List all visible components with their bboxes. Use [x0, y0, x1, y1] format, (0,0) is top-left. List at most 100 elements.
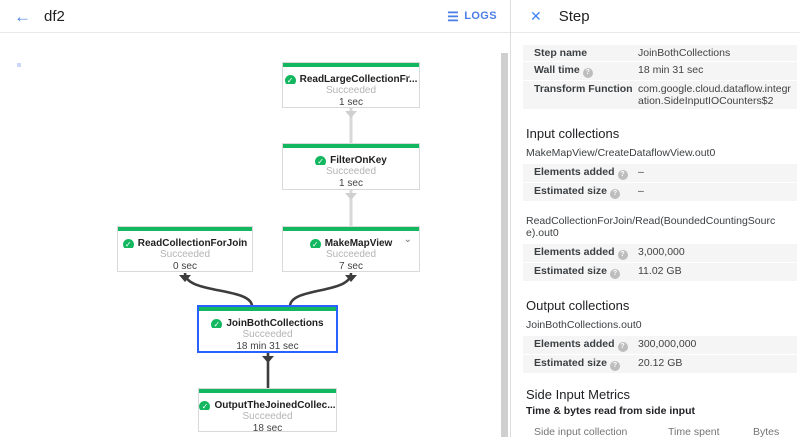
graph-node-filteronkey[interactable]: ✓FilterOnKey Succeeded 1 sec [282, 143, 420, 190]
step-panel-title: Step [558, 7, 590, 25]
row-value: 3,000,000 [638, 246, 685, 258]
logs-button[interactable]: ☰ LOGS [447, 10, 497, 23]
node-status-bar [283, 227, 419, 231]
wall-time-row: Wall time? 18 min 31 sec [523, 62, 797, 80]
column-header: Bytes read [753, 426, 780, 437]
node-status: Succeeded [325, 249, 377, 260]
node-status: Succeeded [159, 249, 211, 260]
collection-name: MakeMapView/CreateDataflowView.out0 [526, 147, 716, 159]
elements-added-row: Elements added? 3,000,000 [523, 244, 797, 262]
node-title: MakeMapView [324, 238, 393, 248]
node-time: 18 min 31 sec [236, 341, 299, 352]
node-title: OutputTheJoinedCollec... [214, 400, 336, 410]
node-time: 7 sec [339, 261, 363, 272]
row-label: Estimated size [534, 185, 607, 197]
row-label: Elements added [534, 166, 615, 178]
collection-name: JoinBothCollections.out0 [526, 319, 642, 331]
row-value: 300,000,000 [638, 338, 697, 350]
chevron-down-icon[interactable]: ⌄ [403, 235, 412, 245]
row-value: JoinBothCollections [638, 47, 731, 59]
estimated-size-row: Estimated size? 20.12 GB [523, 355, 797, 373]
graph-node-joinbothcollections[interactable]: ✓JoinBothCollections Succeeded 18 min 31… [197, 305, 338, 353]
row-label: Wall time [534, 64, 580, 76]
top-header: ← df2 ☰ LOGS ✕ Step [0, 0, 800, 33]
row-value: – [638, 185, 644, 197]
success-check-icon: ✓ [315, 156, 327, 165]
close-icon[interactable]: ✕ [530, 7, 542, 24]
output-collections-heading: Output collections [526, 298, 630, 313]
node-time: 1 sec [339, 178, 363, 189]
row-label: Estimated size [534, 265, 607, 277]
help-icon[interactable]: ? [582, 68, 593, 78]
step-summary-table: Step name JoinBothCollections Wall time?… [511, 45, 800, 109]
node-status-bar [199, 389, 336, 393]
logs-label: LOGS [464, 10, 497, 22]
logs-list-icon: ☰ [447, 8, 460, 24]
row-label: Elements added [534, 338, 615, 350]
panel-divider [510, 0, 511, 437]
estimated-size-row: Estimated size? 11.02 GB [523, 263, 797, 281]
success-check-icon: ✓ [199, 401, 211, 410]
help-icon[interactable]: ? [617, 170, 628, 180]
node-status-bar [199, 307, 336, 311]
step-panel-header: ✕ Step [511, 0, 800, 32]
side-input-table: Side input collection Time spent reading… [523, 422, 797, 437]
chevron-down-icon[interactable]: ⌄ [236, 235, 245, 245]
success-check-icon: ✓ [309, 239, 321, 248]
help-icon[interactable]: ? [617, 250, 628, 260]
row-label: Estimated size [534, 357, 607, 369]
node-status-bar [283, 63, 419, 67]
graph-node-outputthejoinedcollection[interactable]: ✓OutputTheJoinedCollec... Succeeded 18 s… [198, 388, 337, 434]
elements-added-row: Elements added? 300,000,000 [523, 336, 797, 354]
success-check-icon: ✓ [122, 239, 134, 248]
row-label: Step name [534, 47, 588, 59]
transform-function-row: Transform Function com.google.cloud.data… [523, 81, 797, 109]
column-header: Time spent reading [668, 426, 720, 437]
success-check-icon: ✓ [284, 75, 296, 84]
node-status-bar [118, 227, 252, 231]
node-status: Succeeded [242, 329, 293, 340]
row-label: Elements added [534, 246, 615, 258]
side-input-table-header: Side input collection Time spent reading… [523, 422, 797, 437]
graph-node-makemapview[interactable]: ✓MakeMapView ⌄ Succeeded 7 sec [282, 226, 420, 272]
job-title: df2 [44, 7, 65, 25]
step-details-panel: Step name JoinBothCollections Wall time?… [511, 33, 800, 437]
row-value: 11.02 GB [638, 265, 682, 277]
help-icon[interactable]: ? [609, 269, 620, 279]
back-arrow-icon[interactable]: ← [14, 6, 31, 26]
graph-edges [179, 108, 357, 389]
node-title: ReadLargeCollectionFr... [299, 74, 418, 84]
graph-node-readcollectionforjoin[interactable]: ✓ReadCollectionForJoin ⌄ Succeeded 0 sec [117, 226, 253, 272]
elements-added-row: Elements added? – [523, 164, 797, 182]
node-time: 0 sec [173, 261, 197, 272]
row-value: com.google.cloud.dataflow.integration.Si… [638, 83, 791, 107]
node-time: 1 sec [339, 97, 363, 108]
canvas-artifact-dot [17, 63, 21, 67]
chevron-down-icon[interactable]: ⌄ [403, 71, 412, 81]
estimated-size-row: Estimated size? – [523, 183, 797, 201]
job-graph-canvas[interactable]: ✓ReadLargeCollectionFr... ⌄ Succeeded 1 … [0, 33, 510, 437]
node-status: Succeeded [242, 411, 293, 422]
node-status-bar [283, 144, 419, 148]
collection-name: ReadCollectionForJoin/Read(BoundedCounti… [526, 215, 776, 239]
graph-scrollbar-thumb[interactable] [501, 53, 508, 437]
success-check-icon: ✓ [211, 319, 223, 328]
node-title: JoinBothCollections [226, 318, 324, 328]
step-name-row: Step name JoinBothCollections [523, 45, 797, 61]
row-label: Transform Function [534, 83, 633, 95]
row-value: 20.12 GB [638, 357, 683, 369]
side-input-subheading: Time & bytes read from side input [526, 405, 696, 417]
row-value: – [638, 166, 644, 178]
node-time: 18 sec [252, 423, 283, 434]
help-icon[interactable]: ? [609, 361, 620, 371]
row-value: 18 min 31 sec [638, 64, 704, 76]
side-input-metrics-heading: Side Input Metrics [526, 387, 631, 402]
node-title: FilterOnKey [330, 155, 387, 165]
help-icon[interactable]: ? [617, 342, 628, 352]
node-status: Succeeded [325, 166, 377, 177]
help-icon[interactable]: ? [609, 189, 620, 199]
column-header: Side input collection [534, 426, 628, 437]
input-collections-heading: Input collections [526, 126, 620, 141]
graph-node-readlargecollection[interactable]: ✓ReadLargeCollectionFr... ⌄ Succeeded 1 … [282, 62, 420, 108]
